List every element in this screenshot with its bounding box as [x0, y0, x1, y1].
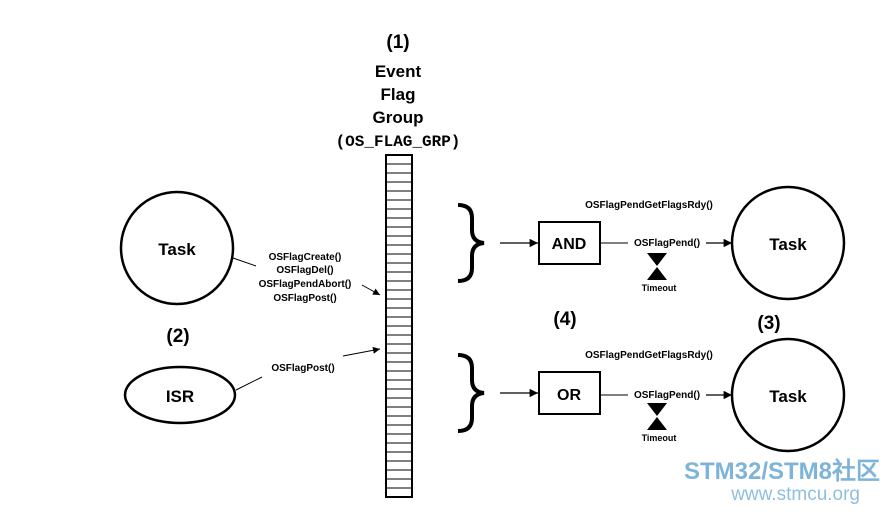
left-task-arrow: [361, 284, 381, 296]
left-task-call-1: OSFlagCreate(): [269, 252, 342, 263]
isr-call: OSFlagPost(): [271, 363, 334, 374]
left-task-call-2: OSFlagDel(): [276, 265, 333, 276]
bottom-pend-task-label: Task: [769, 387, 807, 406]
top-timeout-label: Timeout: [642, 283, 677, 293]
top-pend-call: OSFlagPend(): [634, 238, 700, 249]
isr-number: (2): [166, 326, 189, 347]
event-flag-group-bar: [385, 154, 413, 498]
group-title-line-2: Flag: [381, 85, 416, 104]
bottom-pend-call: OSFlagPend(): [634, 390, 700, 401]
bottom-pend-task-circle: [730, 337, 846, 453]
top-brace: [457, 203, 485, 283]
watermark-line-1: STM32/STM8社区: [684, 457, 880, 485]
left-task-call-3: OSFlagPendAbort(): [259, 279, 352, 290]
group-title-line-3: Group: [373, 108, 424, 127]
group-title-line-1: Event: [375, 62, 422, 81]
group-number: (1): [386, 32, 409, 53]
left-task-connector: [232, 257, 257, 267]
or-label: OR: [557, 387, 581, 404]
left-task-label: Task: [158, 240, 196, 259]
and-label: AND: [552, 236, 587, 253]
isr-label: ISR: [166, 387, 194, 406]
pend-task-number: (3): [757, 313, 780, 334]
isr-arrow: [342, 346, 381, 357]
top-hourglass-icon: [647, 253, 667, 280]
left-task-call-4: OSFlagPost(): [273, 293, 336, 304]
logic-number: (4): [553, 309, 576, 330]
and-box: [538, 221, 601, 265]
top-pend-task-circle: [730, 185, 846, 301]
isr-connector: [235, 376, 263, 391]
top-rdy-call: OSFlagPendGetFlagsRdy(): [585, 200, 713, 211]
bottom-rdy-call: OSFlagPendGetFlagsRdy(): [585, 350, 713, 361]
bottom-brace: [457, 353, 485, 433]
left-task-circle: [119, 190, 235, 306]
or-box: [538, 371, 601, 415]
group-struct-name: (OS_FLAG_GRP): [336, 133, 461, 151]
top-pend-task-label: Task: [769, 235, 807, 254]
isr-ellipse: [123, 365, 237, 425]
watermark-line-2: www.stmcu.org: [730, 484, 860, 505]
bottom-timeout-label: Timeout: [642, 433, 677, 443]
bottom-hourglass-icon: [647, 403, 667, 430]
